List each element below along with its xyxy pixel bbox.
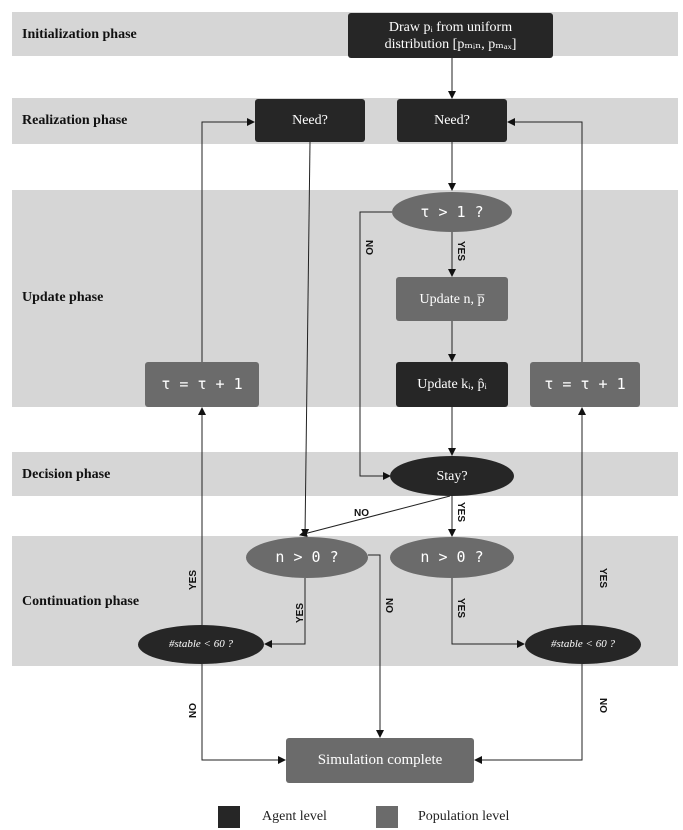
edge-n-left-yes-to-stable [264, 578, 306, 648]
update-n-node: Update n, p̅ [396, 277, 508, 321]
label-stable-left-no: NO [188, 703, 199, 718]
continuation-phase-label: Continuation phase [22, 594, 140, 609]
stable-check-left-node: #stable < 60 ? [138, 625, 264, 664]
legend-agent-swatch [218, 806, 240, 828]
edge-stable-right-no-to-complete [474, 664, 583, 764]
label-tau-yes: YES [455, 241, 466, 261]
update-k-node: Update kᵢ, p̂ᵢ [396, 362, 508, 407]
edge-tau-no-to-stay [359, 211, 392, 480]
edge-stable-left-no-to-complete [201, 664, 286, 764]
simulation-complete-node: Simulation complete [286, 738, 474, 783]
draw-price-line1: Draw pᵢ from uniform [388, 19, 513, 35]
label-n-no: NO [383, 598, 394, 613]
stable-check-right-node: #stable < 60 ? [525, 625, 641, 664]
edge-stay-no-to-n-left [299, 495, 451, 538]
edge-n-right-yes-to-stable [451, 578, 525, 648]
initialization-phase-label: Initialization phase [22, 27, 137, 42]
n-check-right-node: n > 0 ? [390, 537, 514, 578]
label-tau-no: NO [363, 240, 374, 255]
legend-population-swatch [376, 806, 398, 828]
label-stable-left-yes: YES [188, 570, 199, 590]
edge-tau-right-to-need-pop [507, 118, 583, 362]
edge-need-agent-to-n-left [301, 141, 311, 537]
edge-tau-left-to-need-agent [201, 118, 255, 362]
label-stay-yes: YES [455, 502, 466, 522]
legend-agent-label: Agent level [262, 809, 327, 824]
label-stay-no: NO [354, 508, 369, 519]
need-population-node: Need? [397, 99, 507, 142]
draw-price-line2: distribution [pₘᵢₙ, pₘₐₓ] [384, 36, 517, 52]
label-stable-right-yes: YES [597, 568, 608, 588]
need-agent-node: Need? [255, 99, 365, 142]
tau-check-node: τ > 1 ? [392, 192, 512, 232]
n-check-left-node: n > 0 ? [246, 537, 368, 578]
tau-increment-right-node: τ = τ + 1 [530, 362, 640, 407]
initialization-band [12, 12, 678, 56]
label-n-right-yes: YES [455, 598, 466, 618]
decision-phase-label: Decision phase [22, 467, 111, 482]
draw-price-node: Draw pᵢ from uniform distribution [pₘᵢₙ,… [348, 13, 553, 58]
tau-increment-left-node: τ = τ + 1 [145, 362, 259, 407]
realization-phase-label: Realization phase [22, 113, 128, 128]
stay-decision-node: Stay? [390, 456, 514, 496]
update-phase-label: Update phase [22, 290, 104, 305]
edge-n-no-to-complete [368, 554, 384, 738]
legend-population-label: Population level [418, 809, 510, 824]
decision-band [12, 452, 678, 496]
label-stable-right-no: NO [597, 698, 608, 713]
label-n-left-yes: YES [295, 603, 306, 623]
